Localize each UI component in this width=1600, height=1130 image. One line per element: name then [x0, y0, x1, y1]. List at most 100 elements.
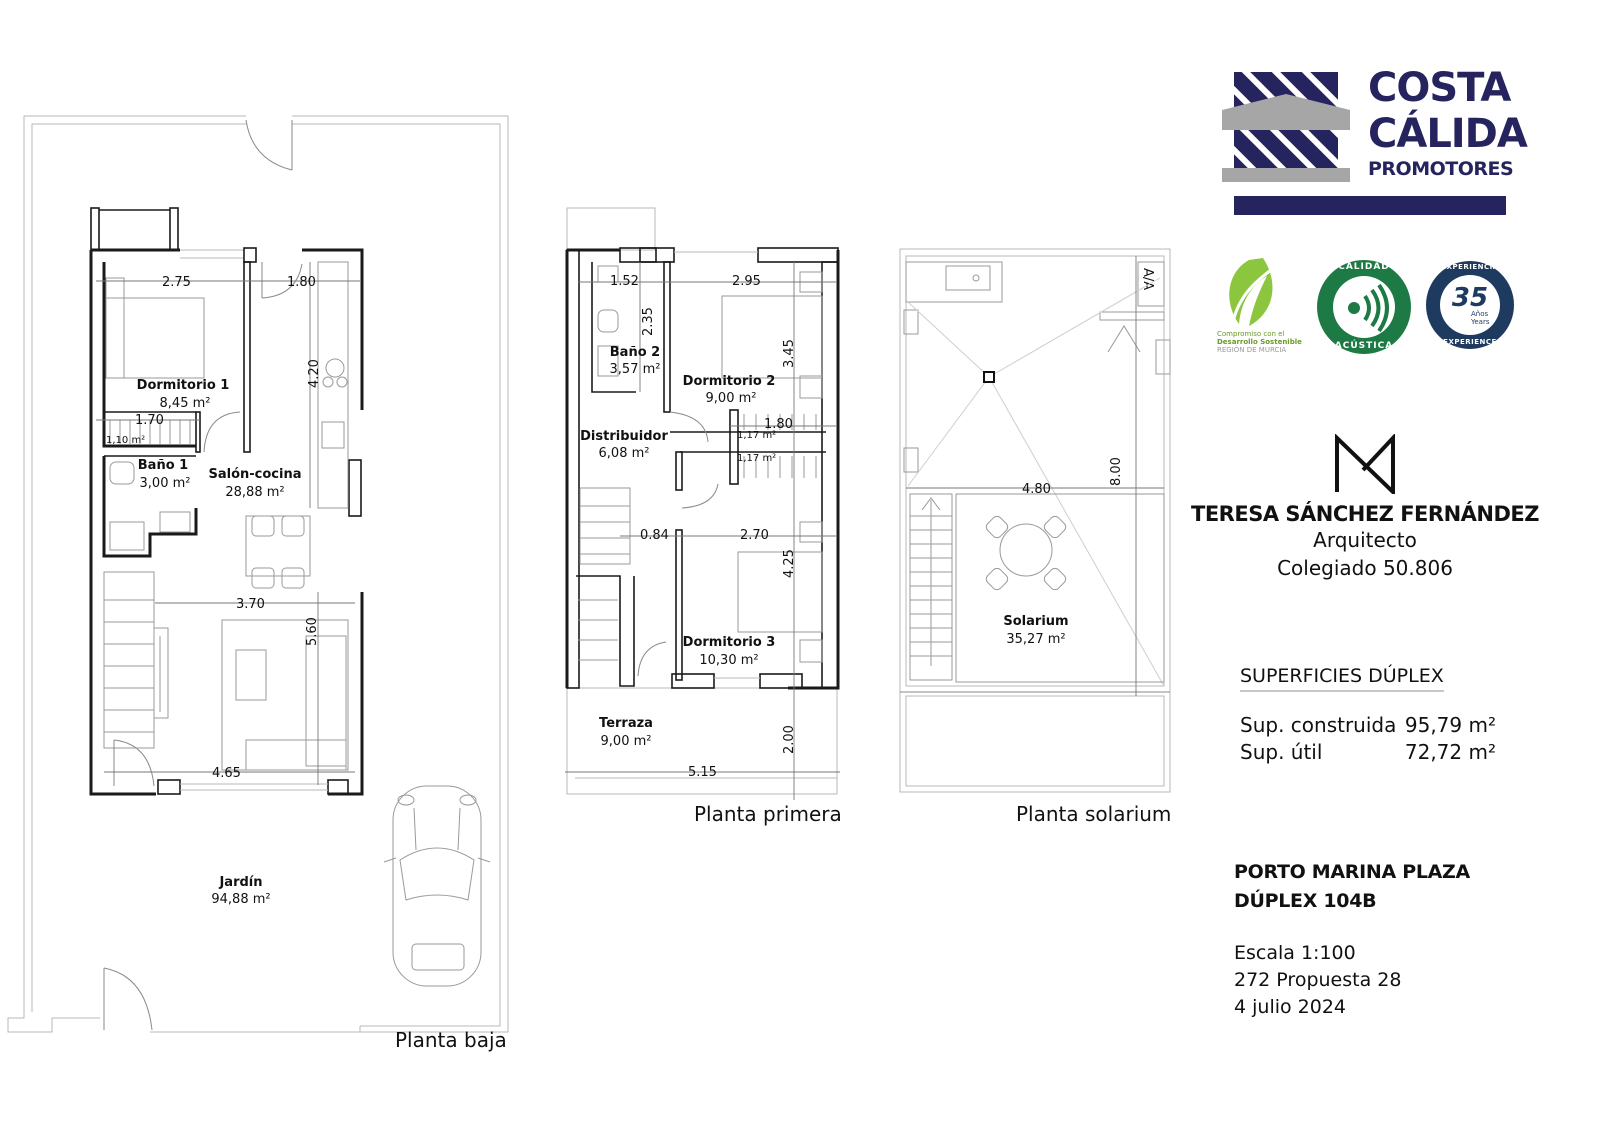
dim-solarium-length: 8.00	[1109, 457, 1124, 486]
ground-stairs	[103, 571, 169, 749]
surface-row-useful: Sup. útil 72,72 m²	[1240, 739, 1496, 766]
room-name-terraza: Terraza	[599, 716, 653, 731]
experience-sub-1: Años	[1471, 310, 1489, 318]
garden-boundary	[7, 115, 509, 1033]
sustainability-line-1: Compromiso con el	[1217, 330, 1285, 338]
leaf-icon	[1229, 258, 1273, 326]
room-area-dormitorio-3: 10,30 m²	[699, 653, 758, 668]
sound-waves-icon	[1317, 260, 1411, 354]
closet-hatching-ground	[109, 420, 191, 444]
room-area-dormitorio-2: 9,00 m²	[706, 391, 757, 406]
dim-kitchen-length: 4.20	[307, 359, 322, 388]
ground-exterior-walls	[89, 247, 364, 796]
experience-35-badge: EXPERIENCIA 35 Años Years EXPERIENCE	[1425, 260, 1515, 350]
costa-calida-logo: COSTA CÁLIDA PROMOTORES	[1222, 62, 1528, 222]
experience-badge-top: EXPERIENCIA	[1441, 263, 1499, 271]
project-info-block: PORTO MARINA PLAZA DÚPLEX 104B Escala 1:…	[1234, 858, 1534, 1021]
room-area-dormitorio-1: 8,45 m²	[160, 396, 211, 411]
project-name: PORTO MARINA PLAZA	[1234, 861, 1470, 883]
brand-line-2: CÁLIDA	[1368, 111, 1528, 157]
dim-bedroom1-width: 2.75	[162, 275, 191, 290]
experience-years-number: 35	[1451, 283, 1489, 313]
project-proposal: 272 Propuesta 28	[1234, 969, 1402, 991]
surface-row-built: Sup. construida 95,79 m²	[1240, 712, 1496, 739]
room-name-jardin: Jardín	[218, 875, 262, 890]
closet-area-first-2: 1,17 m²	[737, 453, 776, 464]
dim-bath2-width: 1.52	[610, 274, 639, 289]
sustainability-badge: Compromiso con el Desarrollo Sostenible …	[1215, 252, 1315, 362]
room-name-dormitorio-3: Dormitorio 3	[683, 635, 776, 650]
solarium-stairs	[909, 493, 1165, 683]
surface-useful-value: 72,72 m²	[1404, 740, 1496, 764]
experience-sub-2: Years	[1471, 318, 1490, 326]
dim-closet-width: 1.70	[135, 413, 164, 428]
surfaces-title: SUPERFICIES DÚPLEX	[1240, 665, 1444, 692]
project-scale: Escala 1:100	[1234, 942, 1356, 964]
drain-icon	[983, 371, 995, 383]
surface-built-value: 95,79 m²	[1404, 713, 1496, 737]
architect-role: Arquitecto	[1313, 528, 1417, 552]
dim-bedroom3-width: 2.70	[740, 528, 769, 543]
room-name-bano-1: Baño 1	[138, 458, 188, 473]
plan-label-first: Planta primera	[694, 802, 842, 826]
brand-underline-bar	[1234, 196, 1506, 215]
first-floor-plan: 1.52 2.95 2.35 3.45 1.80 0.84 2.70 4.25 …	[565, 207, 842, 826]
brand-name: COSTA CÁLIDA PROMOTORES	[1368, 65, 1528, 180]
room-name-distribuidor: Distribuidor	[580, 429, 668, 444]
table-chairs-icon	[985, 515, 1067, 591]
acoustic-badge-top: CALIDAD	[1338, 262, 1390, 272]
roof-slope-lines	[907, 277, 1165, 687]
dim-solarium-width: 4.80	[1022, 482, 1051, 497]
dim-living-length: 5.60	[305, 617, 320, 646]
dim-corridor-width: 0.84	[640, 528, 669, 543]
brand-line-1: COSTA	[1368, 65, 1511, 111]
room-name-solarium: Solarium	[1003, 614, 1068, 629]
sustainability-line-2: Desarrollo Sostenible	[1217, 338, 1302, 346]
dim-closet-first-width: 1.80	[764, 417, 793, 432]
car-icon	[383, 785, 491, 987]
dim-bedroom3-length: 4.25	[782, 549, 797, 578]
closet-area-first-1: 1,17 m²	[737, 430, 776, 441]
closet-hatching-first	[743, 414, 817, 478]
room-area-bano-1: 3,00 m²	[140, 476, 191, 491]
room-name-dormitorio-2: Dormitorio 2	[683, 374, 776, 389]
architect-name: TERESA SÁNCHEZ FERNÁNDEZ	[1191, 502, 1539, 526]
dim-facade-width: 4.65	[212, 766, 241, 781]
partition-wall	[243, 261, 251, 453]
room-area-jardin: 94,88 m²	[211, 892, 270, 907]
first-dimensions: 1.52 2.95 2.35 3.45 1.80 0.84 2.70 4.25 …	[565, 262, 840, 800]
dim-terrace-depth: 2.00	[782, 725, 797, 754]
acoustic-quality-badge: CALIDAD ACÚSTICA	[1315, 258, 1413, 356]
architect-monogram-icon	[1335, 434, 1395, 494]
project-unit: DÚPLEX 104B	[1234, 890, 1377, 912]
plan-label-solarium: Planta solarium	[1016, 802, 1171, 826]
room-area-solarium: 35,27 m²	[1006, 632, 1065, 647]
dim-bedroom2-width: 2.95	[732, 274, 761, 289]
architect-registration: Colegiado 50.806	[1277, 556, 1453, 580]
ground-dimensions: 2.75 1.80 4.20 1.70 3.70 5.60 4.65	[96, 262, 360, 785]
room-area-distribuidor: 6,08 m²	[599, 446, 650, 461]
dim-entry-width: 1.80	[287, 275, 316, 290]
experience-badge-bottom: EXPERIENCE	[1443, 338, 1497, 346]
dim-living-width: 3.70	[236, 597, 265, 612]
dim-bath2-length: 2.35	[641, 307, 656, 336]
sustainability-line-3: REGIÓN DE MURCIA	[1217, 346, 1287, 354]
closet-area-ground: 1,10 m²	[106, 435, 145, 446]
surfaces-block: SUPERFICIES DÚPLEX Sup. construida 95,79…	[1240, 665, 1510, 766]
ac-label: A/A	[1140, 268, 1155, 290]
first-floor-stairs	[576, 487, 635, 687]
ground-floor-plan: 2.75 1.80 4.20 1.70 3.70 5.60 4.65 Dormi…	[7, 115, 509, 1052]
solarium-floor-plan: A/A	[899, 248, 1171, 826]
dim-terrace-width: 5.15	[688, 765, 717, 780]
surface-useful-label: Sup. útil	[1240, 740, 1323, 764]
surface-built-label: Sup. construida	[1240, 713, 1397, 737]
architect-block: TERESA SÁNCHEZ FERNÁNDEZ Arquitecto Cole…	[1190, 430, 1540, 582]
logo-house-icon	[1222, 72, 1350, 182]
plan-label-ground: Planta baja	[395, 1028, 507, 1052]
room-name-dormitorio-1: Dormitorio 1	[137, 378, 230, 393]
room-area-terraza: 9,00 m²	[601, 734, 652, 749]
room-name-salon-cocina: Salón-cocina	[209, 467, 302, 482]
brand-line-3: PROMOTORES	[1368, 158, 1514, 180]
room-area-bano-2: 3,57 m²	[610, 362, 661, 377]
